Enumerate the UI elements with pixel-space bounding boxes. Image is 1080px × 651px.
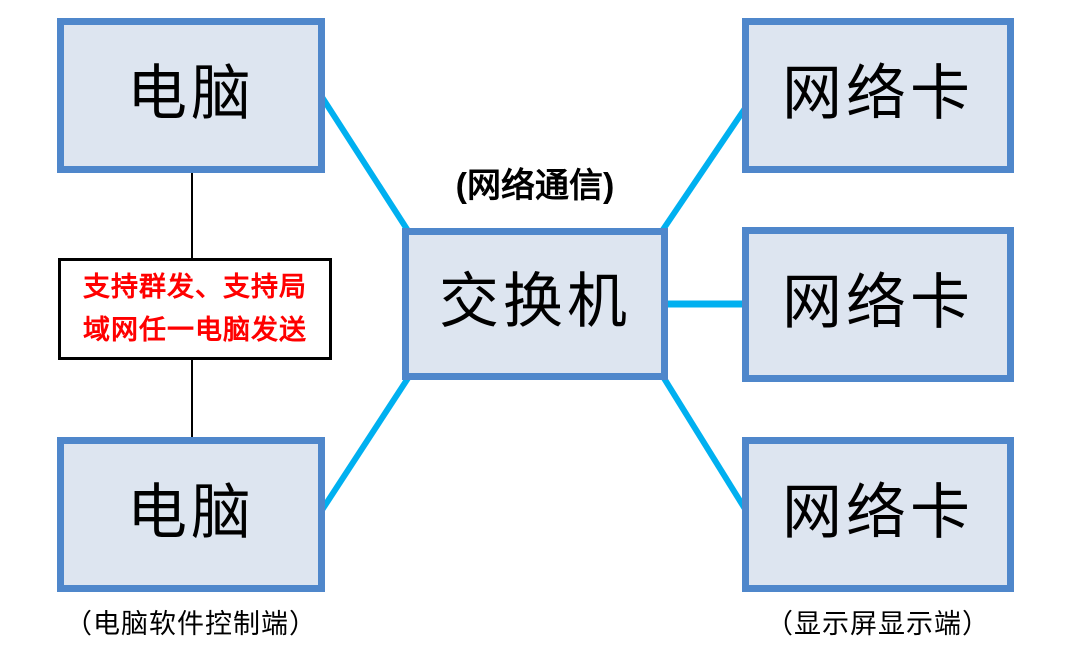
node-network-card-top-label: 网络卡 <box>782 60 974 127</box>
edge-computer-bottom-to-switch <box>319 370 415 512</box>
node-network-card-middle: 网络卡 <box>742 227 1014 382</box>
edge-computer-top-to-switch <box>317 92 415 239</box>
caption-display-end: （显示屏显示端） <box>766 609 990 639</box>
node-computer-bottom-label: 电脑 <box>127 479 255 546</box>
node-computer-top-label: 电脑 <box>127 60 255 127</box>
caption-computer-control-end: （电脑软件控制端） <box>65 609 317 639</box>
node-switch-label: 交换机 <box>439 269 631 335</box>
node-switch: 交换机 <box>402 228 668 380</box>
edge-switch-to-nic-top <box>655 96 755 239</box>
node-network-card-top: 网络卡 <box>742 18 1014 173</box>
note-line-2: 域网任一电脑发送 <box>83 315 307 345</box>
node-network-card-middle-label: 网络卡 <box>782 269 974 336</box>
node-network-card-bottom: 网络卡 <box>742 437 1014 592</box>
note-box: 支持群发、支持局 域网任一电脑发送 <box>58 258 332 360</box>
edge-switch-to-nic-bottom <box>659 373 753 519</box>
node-network-card-bottom-label: 网络卡 <box>782 479 974 546</box>
node-computer-bottom: 电脑 <box>57 437 325 592</box>
note-line-1: 支持群发、支持局 <box>83 272 307 302</box>
node-computer-top: 电脑 <box>57 18 325 173</box>
network-communication-label: (网络通信) <box>455 167 615 205</box>
